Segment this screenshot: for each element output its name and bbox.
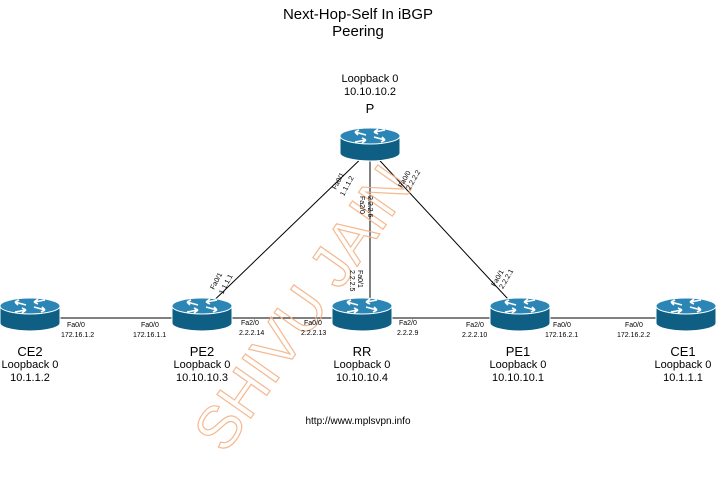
ce2-info: CE2 Loopback 0 10.1.1.2 <box>0 344 60 385</box>
pe1-loopback-label: Loopback 0 <box>489 359 547 371</box>
if-rr-pe1: Fa2/0 <box>399 320 417 327</box>
link-p-pe2 <box>201 149 371 313</box>
ce1-name: CE1 <box>670 344 696 359</box>
pe1-name: PE1 <box>505 344 531 359</box>
ce1-info: CE1 Loopback 0 10.1.1.1 <box>650 344 716 385</box>
ip-rr-pe1: 2.2.2.9 <box>397 330 419 337</box>
ip-ce1: 172.16.2.2 <box>617 332 650 339</box>
router-pe2-icon <box>171 297 233 332</box>
if-rr-p: Fa0/1 <box>356 270 363 288</box>
rr-loopback-label: Loopback 0 <box>333 359 391 371</box>
pe2-loopback-ip: 10.10.10.3 <box>176 372 228 384</box>
p-loopback: Loopback 0 10.10.10.2 <box>320 73 420 99</box>
rr-name: RR <box>352 344 372 359</box>
pe2-info: PE2 Loopback 0 10.10.10.3 <box>162 344 242 385</box>
ip-pe1-ce1: 172.16.2.1 <box>545 332 578 339</box>
link-p-pe1 <box>369 149 521 313</box>
source-url: http://www.mplsvpn.info <box>305 416 411 427</box>
router-ce1-icon <box>655 297 716 332</box>
ce2-loopback-ip: 10.1.1.2 <box>10 372 50 384</box>
ce1-loopback-ip: 10.1.1.1 <box>663 372 703 384</box>
router-ce2-icon <box>0 297 61 332</box>
ip-ce2: 172.16.1.2 <box>61 332 94 339</box>
p-loopback-label: Loopback 0 <box>341 73 399 85</box>
p-loopback-ip: 10.10.10.2 <box>344 86 396 98</box>
ip-pe2-rr: 2.2.2.14 <box>239 330 264 337</box>
ce1-loopback-label: Loopback 0 <box>654 359 712 371</box>
diagram-title-line2: Peering <box>332 23 384 40</box>
ip-pe1-rr: 2.2.2.10 <box>462 332 487 339</box>
pe2-loopback-label: Loopback 0 <box>173 359 231 371</box>
diagram-title-line1: Next-Hop-Self In iBGP <box>282 6 434 23</box>
router-pe1-icon <box>489 297 551 332</box>
ip-p-rr: 2.2.2.6 <box>366 196 373 218</box>
router-rr-icon <box>331 297 393 332</box>
if-pe1-rr: Fa2/0 <box>466 322 484 329</box>
ip-pe2-ce2: 172.16.1.1 <box>133 332 166 339</box>
if-ce1: Fa0/0 <box>625 322 643 329</box>
if-pe1-ce1: Fa0/0 <box>553 322 571 329</box>
if-pe2-ce2: Fa0/0 <box>141 322 159 329</box>
pe1-info: PE1 Loopback 0 10.10.10.1 <box>478 344 558 385</box>
router-p-icon <box>339 127 401 162</box>
ip-rr-p: 2.2.2.5 <box>348 270 355 292</box>
ce2-name: CE2 <box>17 344 43 359</box>
if-pe2-rr: Fa2/0 <box>241 320 259 327</box>
rr-loopback-ip: 10.10.10.4 <box>336 372 388 384</box>
pe1-loopback-ip: 10.10.10.1 <box>492 372 544 384</box>
p-name: P <box>365 101 375 116</box>
if-p-rr: Fa2/0 <box>358 196 365 214</box>
ce2-loopback-label: Loopback 0 <box>1 359 59 371</box>
ip-rr-pe2: 2.2.2.13 <box>301 330 326 337</box>
rr-info: RR Loopback 0 10.10.10.4 <box>322 344 402 385</box>
if-ce2: Fa0/0 <box>67 322 85 329</box>
if-rr-pe2: Fa0/0 <box>304 320 322 327</box>
pe2-name: PE2 <box>189 344 215 359</box>
